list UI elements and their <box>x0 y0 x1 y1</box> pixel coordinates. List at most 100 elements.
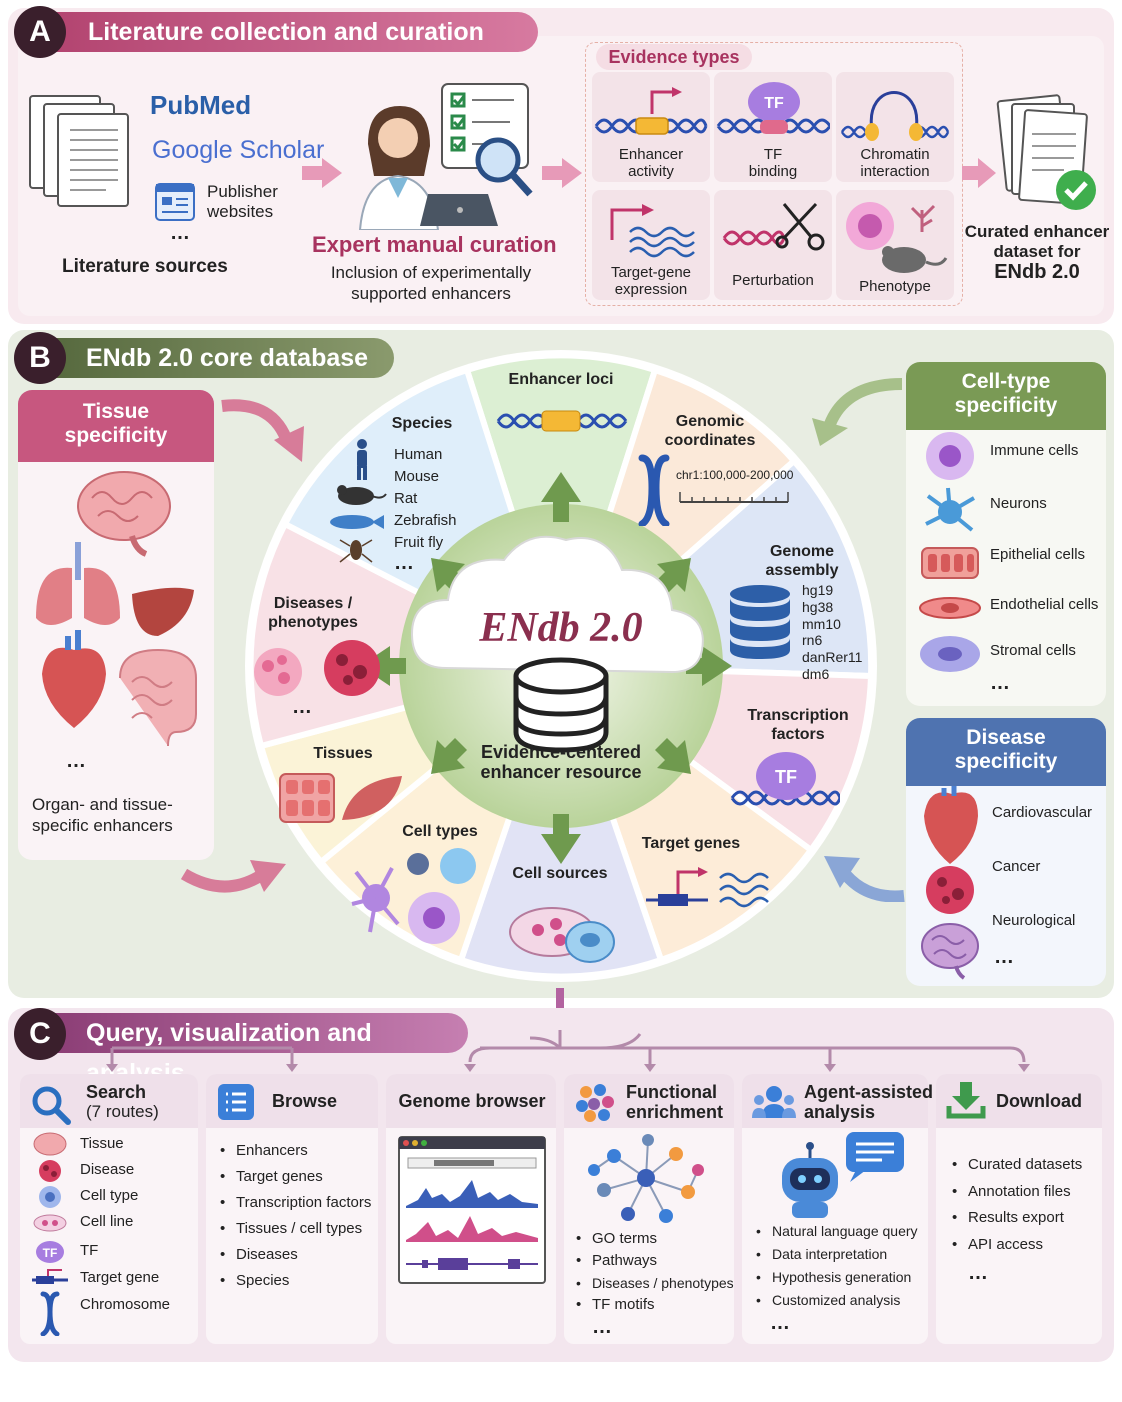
genome-browser-view[interactable] <box>398 1136 546 1284</box>
download-icon[interactable] <box>946 1080 986 1120</box>
celltype-head-line1: Cell-type <box>961 370 1051 393</box>
tissue-head-line2: specificity <box>64 424 168 447</box>
browse-item[interactable]: Tissues / cell types <box>218 1216 378 1242</box>
enrichment-item[interactable]: Pathways <box>574 1250 734 1272</box>
curved-arrow-icon <box>180 860 286 893</box>
enrichment-title[interactable]: Functional enrichment <box>626 1082 723 1122</box>
disease-head-line1: Disease <box>966 726 1046 749</box>
celltype-item: Endothelial cells <box>990 596 1099 613</box>
coordinate-ruler <box>679 492 789 503</box>
panel-b-badge: B <box>14 332 66 384</box>
enrichment-more: … <box>592 1316 614 1338</box>
curved-arrow-icon <box>221 399 304 462</box>
tissue-foot-line1: Organ- and tissue- <box>32 795 173 814</box>
list-icon[interactable] <box>216 1082 256 1122</box>
agent-team-icon[interactable] <box>752 1082 796 1122</box>
species-item: Fruit fly <box>394 534 444 551</box>
celltype-item: Epithelial cells <box>990 546 1086 563</box>
tissue-head-line1: Tissue <box>82 400 150 423</box>
tissue-more: … <box>66 750 88 772</box>
enrichment-title-line1: Functional <box>626 1082 717 1102</box>
tissues-icon <box>279 773 402 823</box>
curator-illustration <box>358 83 533 230</box>
panel-c-title: Query, visualization and analysis <box>40 1013 468 1087</box>
heart-icon <box>924 786 978 864</box>
disease-cells-icon <box>254 640 380 696</box>
target-gene-icon <box>646 867 769 908</box>
download-item[interactable]: Annotation files <box>950 1179 1100 1206</box>
diseases-line1: Diseases / <box>273 595 353 612</box>
assembly-item: dm6 <box>802 665 830 682</box>
agent-item[interactable]: Hypothesis generation <box>754 1266 930 1289</box>
arrow-right-icon <box>962 158 996 188</box>
assembly-item: mm10 <box>802 615 841 632</box>
enrichment-dots-icon[interactable] <box>574 1082 616 1122</box>
browse-item[interactable]: Target genes <box>218 1164 378 1190</box>
evidence-label-line1: Enhancer <box>618 146 684 163</box>
browse-item[interactable]: Enhancers <box>218 1138 378 1164</box>
disease-icons <box>921 786 979 980</box>
genome-browser-title[interactable]: Genome browser <box>398 1091 546 1111</box>
human-icon <box>357 439 367 480</box>
search-icon[interactable] <box>30 1084 72 1126</box>
search-route-disease[interactable]: Disease <box>80 1161 135 1178</box>
agent-list: Natural language query Data interpretati… <box>754 1220 930 1312</box>
enrichment-item[interactable]: TF motifs <box>574 1294 734 1316</box>
agent-more: … <box>770 1312 792 1334</box>
enhancer-activity-icon <box>594 87 708 135</box>
liver-icon <box>132 587 194 636</box>
search-title[interactable]: Search (7 routes) <box>86 1082 159 1122</box>
curation-subtitle-line1: Inclusion of experimentally <box>330 263 532 282</box>
assembly-list: hg19 hg38 mm10 rn6 danRer11 dm6 <box>802 582 862 683</box>
scissors-icon <box>722 202 825 251</box>
curated-dataset-label: Curated enhancer dataset for ENdb 2.0 <box>962 222 1112 282</box>
browse-title[interactable]: Browse <box>272 1091 338 1111</box>
species-icons <box>330 439 387 563</box>
petri-dish-icon <box>509 907 615 963</box>
assembly-item: hg19 <box>802 582 834 598</box>
agent-item[interactable]: Data interpretation <box>754 1243 930 1266</box>
genomic-coordinates-label: Genomic coordinates <box>650 412 770 450</box>
arrow-right-icon <box>542 158 582 188</box>
transcription-factors-label: Transcription factors <box>730 706 866 744</box>
search-route-tissue[interactable]: Tissue <box>80 1135 124 1152</box>
search-route-cell-type[interactable]: Cell type <box>80 1187 139 1204</box>
download-item[interactable]: API access <box>950 1232 1100 1259</box>
browse-item[interactable]: Species <box>218 1268 378 1294</box>
agent-title[interactable]: Agent-assisted analysis <box>804 1082 933 1122</box>
assembly-item: hg38 <box>802 598 834 615</box>
brain-icon <box>33 1132 67 1156</box>
agent-item[interactable]: Customized analysis <box>754 1289 930 1312</box>
browse-item[interactable]: Diseases <box>218 1242 378 1268</box>
celltype-item: Neurons <box>990 495 1047 512</box>
agent-title-line2: analysis <box>804 1102 876 1122</box>
evidence-label-line2: expression <box>614 281 688 298</box>
download-item[interactable]: Results export <box>950 1205 1100 1232</box>
panel-c-badge: C <box>14 1008 66 1060</box>
celltype-item: Immune cells <box>990 442 1079 459</box>
tissue-specificity-header: Tissue specificity <box>18 390 214 462</box>
browse-item[interactable]: Transcription factors <box>218 1190 378 1216</box>
search-route-cell-line[interactable]: Cell line <box>80 1213 134 1230</box>
disease-more: … <box>994 946 1016 968</box>
evidence-types-title: Evidence types <box>596 44 752 70</box>
genomic-line1: Genomic <box>675 413 745 430</box>
diseases-more: … <box>292 696 314 718</box>
curved-arrow-icon <box>824 856 905 902</box>
search-route-tf[interactable]: TF <box>80 1242 99 1259</box>
agent-item[interactable]: Natural language query <box>754 1220 930 1243</box>
enhancer-loci-label: Enhancer loci <box>508 371 614 388</box>
evidence-label: Chromatin interaction <box>836 146 954 180</box>
tissues-label: Tissues <box>313 745 373 762</box>
search-route-chromosome[interactable]: Chromosome <box>80 1296 171 1313</box>
download-item[interactable]: Curated datasets <box>950 1152 1100 1179</box>
cell-line-icon <box>33 1214 67 1232</box>
enrichment-item[interactable]: Diseases / phenotypes <box>574 1272 734 1294</box>
target-gene-expression-icon <box>610 204 695 258</box>
phenotype-icon <box>846 202 948 273</box>
enrichment-item[interactable]: GO terms <box>574 1228 734 1250</box>
search-route-target-gene[interactable]: Target gene <box>80 1269 160 1286</box>
endb-logo-text: ENdb 2.0 <box>479 605 643 651</box>
center-caption-line2: enhancer resource <box>480 762 642 782</box>
download-title[interactable]: Download <box>996 1091 1082 1111</box>
